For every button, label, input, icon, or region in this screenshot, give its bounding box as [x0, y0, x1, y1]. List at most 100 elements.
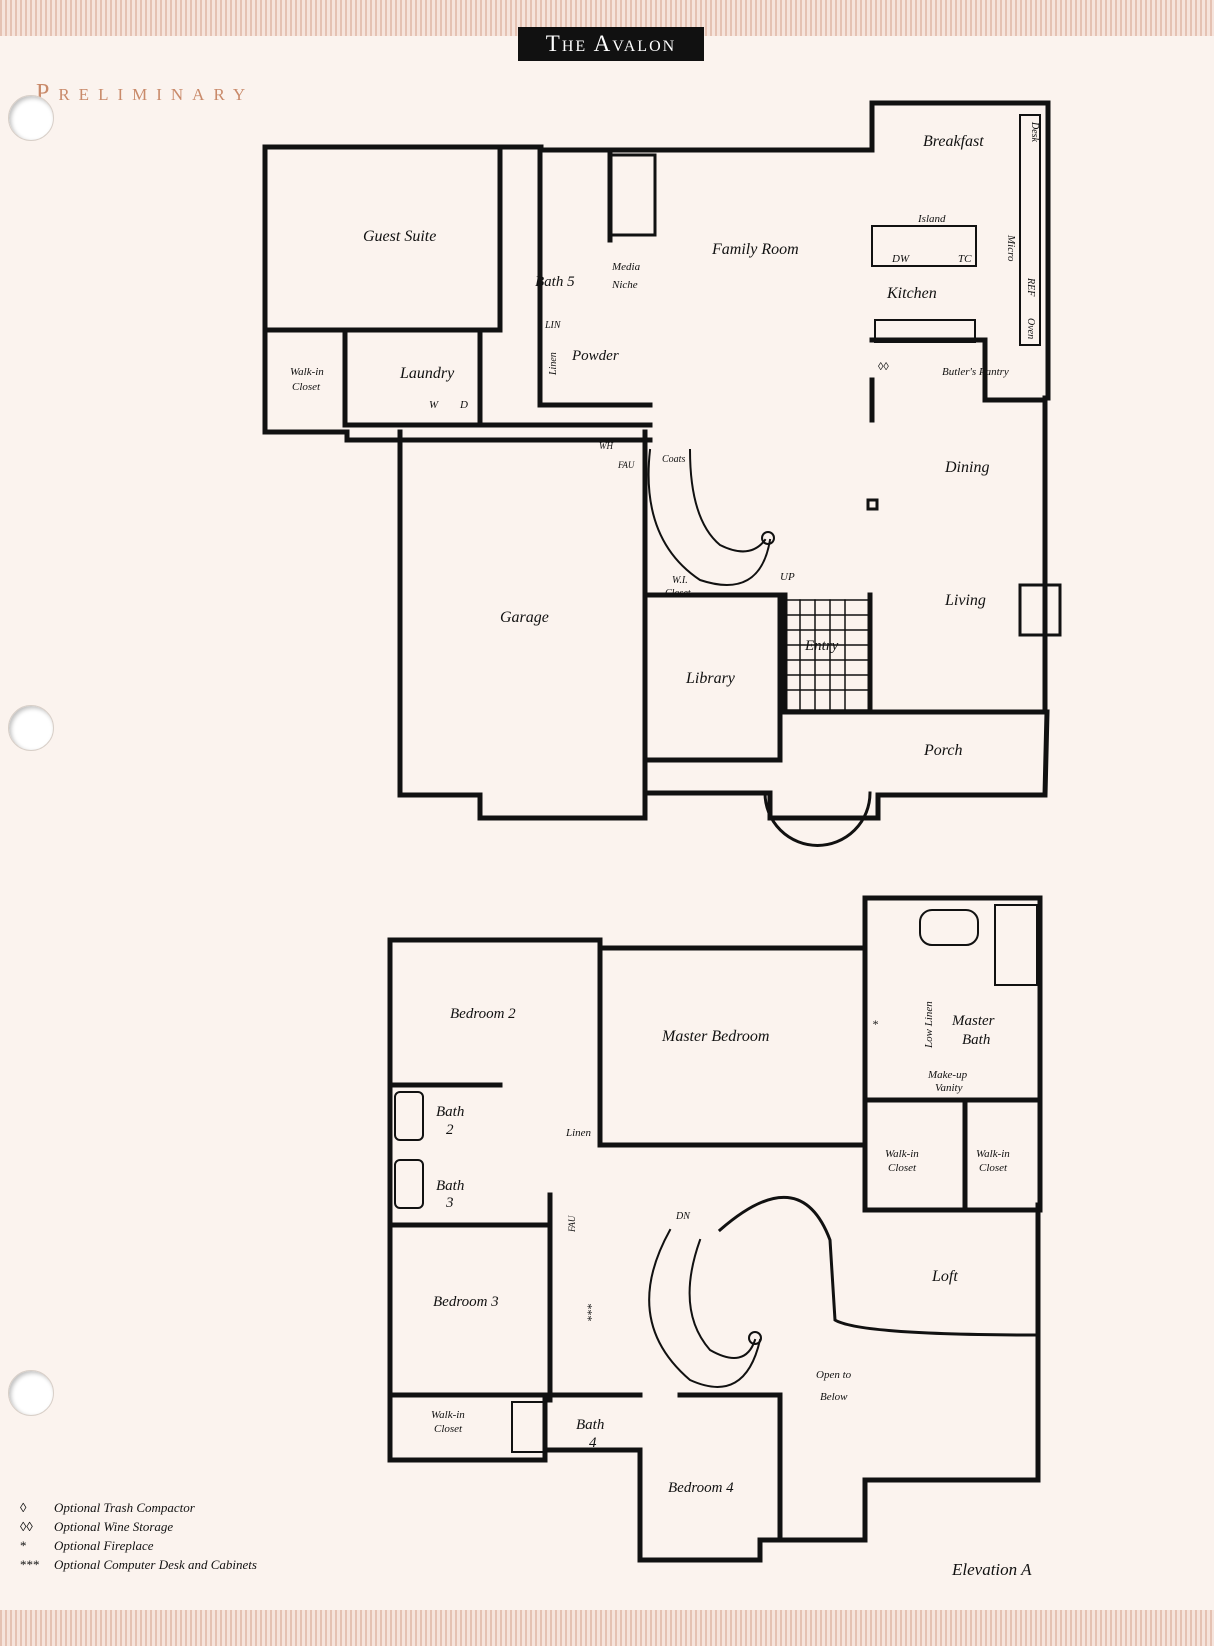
- room-label-linen-upper: Linen: [565, 1127, 592, 1139]
- room-label-entry: Entry: [804, 638, 839, 654]
- binder-hole-icon: [8, 1370, 54, 1416]
- second-floor-walls: [387, 895, 1043, 1563]
- room-label-library: Library: [685, 670, 736, 687]
- room-label-powder: Powder: [571, 348, 619, 364]
- room-label-walkin-c: Walk-in: [431, 1409, 465, 1421]
- legend-symbol: ***: [20, 1557, 40, 1572]
- room-label-bedroom2: Bedroom 2: [450, 1006, 516, 1022]
- legend-item: ◊◊ Optional Wine Storage: [20, 1519, 257, 1538]
- room-label-bath5: Bath 5: [535, 274, 575, 290]
- room-label-coats: Coats: [662, 454, 685, 465]
- room-label-garage: Garage: [500, 609, 549, 626]
- appliance-label-fau-upper: FAU: [567, 1215, 577, 1233]
- room-label-niche: Niche: [611, 279, 638, 291]
- living-fireplace: [1018, 583, 1062, 637]
- room-label-walkin-c-closet: Closet: [434, 1423, 463, 1435]
- bath4-shower: [511, 1401, 547, 1453]
- room-label-loft: Loft: [931, 1268, 958, 1285]
- room-label-open-to: Open to: [816, 1369, 852, 1381]
- symbol-fireplace: *: [872, 1017, 878, 1031]
- room-label-makeup: Make-up: [927, 1069, 968, 1081]
- bottom-border-band: [0, 1610, 1214, 1646]
- appliance-label-dw: DW: [891, 253, 910, 265]
- preliminary-label: Preliminary: [36, 80, 255, 106]
- appliance-label-fau: FAU: [617, 460, 635, 470]
- room-label-walkin-b: Walk-in: [976, 1148, 1010, 1160]
- binder-hole-icon: [8, 95, 54, 141]
- appliance-label-oven: Oven: [1025, 318, 1036, 339]
- symbol-computer-desk: ***: [584, 1304, 598, 1322]
- bath2-tub: [394, 1091, 424, 1141]
- kitchen-island: [871, 114, 1041, 346]
- legend-symbol: *: [20, 1538, 27, 1553]
- elevation-label: Elevation A: [952, 1560, 1032, 1579]
- legend-text: Optional Wine Storage: [54, 1519, 174, 1534]
- appliance-label-tc: TC: [958, 253, 972, 265]
- binder-hole-icon: [8, 705, 54, 751]
- room-label-bedroom4: Bedroom 4: [668, 1480, 734, 1496]
- first-floor-walls: [262, 100, 1051, 821]
- legend-item: ◊ Optional Trash Compactor: [20, 1500, 257, 1519]
- bath3-tub: [394, 1159, 424, 1209]
- legend: ◊ Optional Trash Compactor ◊◊ Optional Win…: [20, 1500, 257, 1576]
- room-label-desk: Desk: [1029, 121, 1040, 143]
- master-shower: [994, 904, 1038, 986]
- loft-rail: [717, 1195, 1040, 1337]
- appliance-label-washer: W: [429, 399, 439, 411]
- first-floor-staircase: [647, 448, 775, 586]
- room-label-below: Below: [820, 1391, 848, 1403]
- room-label-porch: Porch: [923, 742, 963, 759]
- legend-symbol: ◊◊: [20, 1519, 33, 1534]
- legend-item: * Optional Fireplace: [20, 1538, 257, 1557]
- room-label-walkin-a-closet: Closet: [888, 1162, 917, 1174]
- room-label-low-linen: Low Linen: [923, 1001, 935, 1049]
- legend-text: Optional Computer Desk and Cabinets: [54, 1557, 257, 1572]
- room-label-vanity: Vanity: [935, 1082, 963, 1094]
- appliance-label-micro: Micro: [1005, 234, 1017, 262]
- room-label-family-room: Family Room: [711, 241, 799, 258]
- room-label-bath2-num: 2: [446, 1122, 454, 1138]
- master-tub: [919, 909, 979, 946]
- room-label-bath3: Bath: [436, 1178, 464, 1194]
- room-label-living: Living: [944, 592, 986, 609]
- legend-text: Optional Trash Compactor: [54, 1500, 195, 1515]
- symbol-wine-storage: ◊◊: [878, 361, 889, 373]
- room-label-island: Island: [917, 213, 946, 225]
- legend-text: Optional Fireplace: [54, 1538, 154, 1553]
- plan-title: The Avalon: [518, 27, 704, 61]
- dining-column: [866, 498, 879, 511]
- room-label-breakfast: Breakfast: [923, 133, 984, 150]
- room-label-media: Media: [611, 261, 641, 273]
- room-label-bath2: Bath: [436, 1104, 464, 1120]
- room-label-bath4: Bath: [576, 1417, 604, 1433]
- room-label-butlers-pantry: Butler's Pantry: [942, 366, 1009, 378]
- legend-symbol: ◊: [20, 1500, 27, 1515]
- stair-label-up: UP: [780, 571, 795, 583]
- room-label-master-bath: Bath: [962, 1032, 990, 1048]
- room-label-linen: Linen: [548, 352, 559, 376]
- legend-item: *** Optional Computer Desk and Cabinets: [20, 1557, 257, 1576]
- appliance-label-ref: REF: [1025, 277, 1036, 297]
- room-label-dining: Dining: [944, 459, 989, 476]
- family-fireplace: [608, 153, 657, 237]
- room-label-bedroom3: Bedroom 3: [433, 1294, 499, 1310]
- room-label-bath3-num: 3: [445, 1195, 454, 1211]
- room-label-walkin: Walk-in: [290, 366, 324, 378]
- room-label-laundry: Laundry: [399, 365, 455, 382]
- room-label-wi: W.I.: [672, 575, 688, 586]
- room-label-walkin-b-closet: Closet: [979, 1162, 1008, 1174]
- room-label-master: Master: [951, 1013, 995, 1029]
- room-label-bath4-num: 4: [589, 1435, 597, 1451]
- second-floor-staircase: [648, 1228, 762, 1388]
- porch-bay: [763, 791, 872, 847]
- room-label-wi-closet: Closet: [665, 588, 691, 599]
- room-label-master-bedroom: Master Bedroom: [661, 1028, 769, 1045]
- appliance-label-wh: WH: [599, 441, 613, 451]
- room-label-guest-suite: Guest Suite: [363, 228, 436, 245]
- entry-tile-grid: [784, 599, 871, 711]
- room-label-kitchen: Kitchen: [886, 285, 937, 302]
- room-label-walkin-closet: Closet: [292, 381, 321, 393]
- stair-label-dn: DN: [675, 1211, 691, 1222]
- appliance-label-dryer: D: [459, 399, 468, 411]
